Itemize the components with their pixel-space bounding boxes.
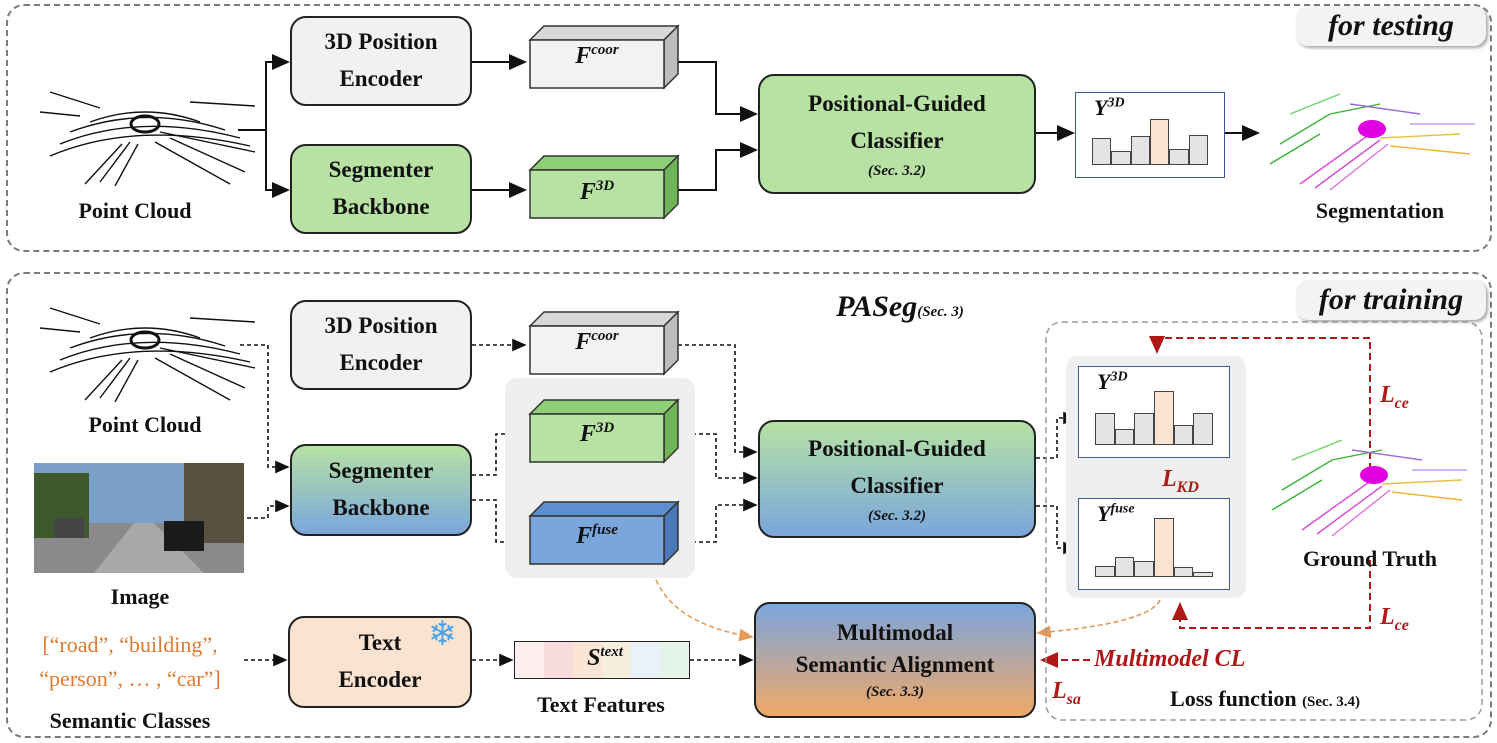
snowflake-icon: ❄ xyxy=(428,614,457,654)
backbone-bottom-line2: Backbone xyxy=(332,495,430,520)
feature-coor-cube-top xyxy=(528,24,680,90)
testing-tag: for testing xyxy=(1296,6,1486,46)
y3d-chart-top: Y3D xyxy=(1075,92,1225,178)
image-label: Image xyxy=(110,584,170,609)
classifier-top-line2: Classifier xyxy=(850,128,944,154)
ground-truth-label: Ground Truth xyxy=(1303,546,1437,571)
feature-coor-label-bottom: Fcoor xyxy=(575,328,619,355)
semantic-classes-line2: “person”, … , “car”] xyxy=(39,666,221,692)
text-feature-cell xyxy=(631,642,660,678)
semantic-alignment-box: Multimodal Semantic Alignment (Sec. 3.3) xyxy=(754,602,1036,718)
semantic-classes-line1: [“road”, “building”, xyxy=(42,632,218,657)
classifier-bottom-ref: (Sec. 3.2) xyxy=(868,508,926,525)
y3d-top-bar xyxy=(1169,148,1189,165)
multimodel-cl-label: Multimodel CL xyxy=(1094,646,1246,672)
y3d-top-bar xyxy=(1188,135,1208,165)
loss-sa: Lsa xyxy=(1052,678,1081,708)
street-image xyxy=(34,463,244,573)
y3d-top-bar xyxy=(1092,138,1112,165)
y3d-bottom-bar xyxy=(1095,413,1115,445)
pos-encoder-top-line1: 3D Position xyxy=(324,29,438,55)
y3d-top-bar xyxy=(1111,151,1131,165)
text-encoder-line1: Text xyxy=(358,630,402,656)
loss-kd: LKD xyxy=(1162,466,1199,496)
point-cloud-image-bottom xyxy=(39,307,256,403)
feature-3d-label-bottom: F3D xyxy=(579,420,615,447)
point-cloud-image-top xyxy=(39,91,256,187)
testing-panel xyxy=(6,4,1492,252)
ground-truth-image xyxy=(1271,439,1467,537)
feature-3d-label-top: F3D xyxy=(579,178,615,205)
text-encoder: Text Encoder xyxy=(288,616,472,708)
text-encoder-line2: Encoder xyxy=(338,667,422,692)
yfuse-bar xyxy=(1173,567,1194,577)
feature-coor-cube-bottom xyxy=(528,310,680,376)
yfuse-bar xyxy=(1114,557,1135,577)
point-cloud-label-bottom: Point Cloud xyxy=(88,412,202,437)
backbone-top-line2: Backbone xyxy=(332,194,430,219)
yfuse-bar xyxy=(1193,571,1213,577)
y3d-bottom-bar xyxy=(1193,413,1213,445)
yfuse-bar xyxy=(1154,517,1174,577)
pos-encoder-bottom-line2: Encoder xyxy=(339,350,423,375)
classifier-top-line1: Positional-Guided xyxy=(808,91,986,117)
y3d-chart-bottom-label: Y3D xyxy=(1097,369,1128,394)
feature-3d-cube-top xyxy=(528,154,680,220)
yfuse-chart: Yfuse xyxy=(1078,498,1230,590)
loss-ce-bottom: Lce xyxy=(1380,604,1409,634)
loss-ce-top: Lce xyxy=(1380,382,1409,412)
loss-function-label: Loss function (Sec. 3.4) xyxy=(1170,686,1360,711)
classifier-bottom: Positional-Guided Classifier (Sec. 3.2) xyxy=(758,420,1036,538)
y3d-chart-top-label: Y3D xyxy=(1094,95,1125,120)
backbone-bottom: Segmenter Backbone xyxy=(290,444,472,536)
segmentation-label: Segmentation xyxy=(1315,198,1445,223)
text-feature-cell xyxy=(602,642,631,678)
segmentation-image xyxy=(1269,93,1475,191)
semantic-classes-label: Semantic Classes xyxy=(49,708,211,733)
text-feature-cell xyxy=(573,642,602,678)
alignment-line1: Multimodal xyxy=(836,620,954,646)
text-features-label: Text Features xyxy=(537,692,665,717)
pos-encoder-top-line2: Encoder xyxy=(339,66,423,91)
training-panel xyxy=(6,272,1492,738)
yfuse-chart-label: Yfuse xyxy=(1097,501,1135,526)
classifier-bottom-line1: Positional-Guided xyxy=(808,436,986,462)
text-feature-symbol: Stext xyxy=(587,644,623,671)
classifier-top: Positional-Guided Classifier (Sec. 3.2) xyxy=(758,74,1036,194)
semantic-classes-list: [“road”, “building”, “person”, … , “car”… xyxy=(10,628,250,696)
paseg-title: PASeg(Sec. 3) xyxy=(836,290,964,323)
yfuse-bar xyxy=(1095,566,1115,577)
text-feature-cell xyxy=(660,642,689,678)
y3d-top-bar xyxy=(1150,118,1170,165)
text-feature-cell xyxy=(544,642,573,678)
backbone-top: Segmenter Backbone xyxy=(290,144,472,234)
pos-encoder-bottom: 3D Position Encoder xyxy=(290,300,472,390)
feature-fuse-label: Ffuse xyxy=(576,522,618,549)
classifier-bottom-line2: Classifier xyxy=(850,473,944,499)
text-feature-strip xyxy=(514,641,690,679)
text-feature-cell xyxy=(515,642,544,678)
y3d-chart-bottom: Y3D xyxy=(1078,366,1230,458)
feature-coor-label-top: Fcoor xyxy=(575,42,619,69)
alignment-ref: (Sec. 3.3) xyxy=(866,684,924,701)
y3d-bottom-bar xyxy=(1154,390,1174,445)
backbone-top-line1: Segmenter xyxy=(328,157,434,183)
feature-3d-cube-bottom xyxy=(528,398,680,464)
point-cloud-label-top: Point Cloud xyxy=(78,198,192,223)
y3d-bottom-bar xyxy=(1173,425,1194,445)
yfuse-bar xyxy=(1134,560,1154,577)
pos-encoder-bottom-line1: 3D Position xyxy=(324,313,438,339)
training-tag: for training xyxy=(1296,280,1486,320)
feature-fuse-cube xyxy=(528,500,680,566)
y3d-bottom-bar xyxy=(1114,428,1135,445)
pos-encoder-top: 3D Position Encoder xyxy=(290,16,472,106)
y3d-top-bar xyxy=(1130,136,1150,165)
alignment-line2: Semantic Alignment xyxy=(795,652,995,678)
classifier-top-ref: (Sec. 3.2) xyxy=(868,163,926,180)
y3d-bottom-bar xyxy=(1134,413,1154,445)
backbone-bottom-line1: Segmenter xyxy=(328,458,434,484)
